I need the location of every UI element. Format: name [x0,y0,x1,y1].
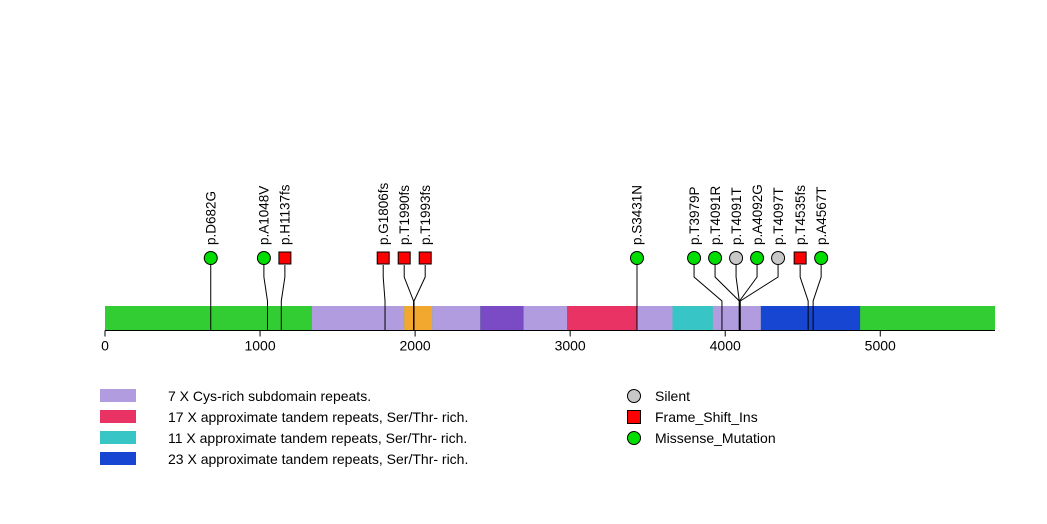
lollipop-stem [812,265,822,330]
domain-legend-item: 17 X approximate tandem repeats, Ser/Thr… [100,406,468,427]
mutation-marker-missense_mutation [814,251,829,265]
mutation-marker-frame_shift_ins [397,251,411,265]
protein-domain [760,306,861,330]
mutation-label: p.T4097T [771,187,786,245]
lollipop-stem [738,265,758,330]
mutation-marker-frame_shift_ins [278,251,292,265]
lollipop-stem [413,265,426,330]
lollipop-stem [693,265,723,330]
protein-domain [672,306,713,330]
mutation-marker-missense_mutation [687,251,702,265]
x-axis-tick-label: 1000 [244,338,275,354]
domain-legend-key [100,410,136,423]
protein-domain [523,306,568,330]
lollipop-stem [382,265,386,330]
lollipop-stem [799,265,809,330]
x-axis-tick-label: 0 [101,338,109,354]
lollipop-stem [739,265,779,330]
mutation-marker-missense_mutation [256,251,271,265]
domain-legend-label: 7 X Cys-rich subdomain repeats. [168,387,372,404]
mutation-legend-label: Missense_Mutation [655,429,776,446]
mutation-marker-frame_shift_ins [418,251,432,265]
mutation-legend-key [627,430,641,445]
mutation-legend-key [627,388,641,403]
x-axis-tick-label: 2000 [400,338,431,354]
lollipop-stem [280,265,286,330]
mutation-label: p.D682G [203,191,218,245]
x-axis-tick-label: 5000 [865,338,896,354]
mutation-marker-missense_mutation [708,251,723,265]
mutation-label: p.T4091T [729,187,744,245]
domain-legend-label: 23 X approximate tandem repeats, Ser/Thr… [168,450,469,467]
mutation-legend-label: Silent [655,387,691,404]
domain-legend-item: 7 X Cys-rich subdomain repeats. [100,385,468,406]
mutation-label: p.H1137fs [278,184,293,245]
mutation-marker-frame_shift_ins [376,251,390,265]
mutation-legend-item: Missense_Mutation [627,427,776,448]
protein-domain [404,306,433,330]
domain-legend-item: 23 X approximate tandem repeats, Ser/Thr… [100,448,468,469]
protein-domain [480,306,524,330]
mutation-legend-item: Silent [627,385,776,406]
x-axis-tick-label: 4000 [710,338,741,354]
mutation-marker-missense_mutation [203,251,218,265]
mutation-label: p.A1048V [257,186,272,245]
domain-legend-label: 11 X approximate tandem repeats, Ser/Thr… [168,429,468,446]
mutation-label: p.G1806fs [376,182,391,245]
protein-domain [567,306,637,330]
mutation-marker-missense_mutation [750,251,765,265]
protein-domain [432,306,481,330]
domain-legend: 7 X Cys-rich subdomain repeats. 17 X appr… [100,385,468,469]
mutation-label: p.T4091R [708,185,723,245]
domain-legend-item: 11 X approximate tandem repeats, Ser/Thr… [100,427,468,448]
protein-domain [636,306,673,330]
mutation-label: p.A4092G [750,184,765,245]
mutation-label: p.T4535fs [793,185,808,245]
mutation-marker-silent [729,251,744,265]
mutation-marker-frame_shift_ins [793,251,807,265]
protein-domain [311,306,405,330]
mutation-legend-item: Frame_Shift_Ins [627,406,776,427]
mutation-label: p.S3431N [630,185,645,245]
mutation-label: p.T1990fs [397,185,412,245]
mutation-label: p.A4567T [814,186,829,245]
lollipop-stem [263,265,268,330]
mutation-label: p.T3979P [687,186,702,245]
mutation-legend-key [627,409,641,424]
mutation-legend-label: Frame_Shift_Ins [655,408,758,425]
mutation-marker-missense_mutation [629,251,644,265]
domain-legend-key [100,452,136,465]
protein-domain [712,306,761,330]
mutation-label: p.T1993fs [418,185,433,245]
domain-legend-key [100,389,136,402]
domain-legend-key [100,431,136,444]
domain-legend-label: 17 X approximate tandem repeats, Ser/Thr… [168,408,469,425]
mutation-marker-silent [771,251,786,265]
x-axis-tick-label: 3000 [555,338,586,354]
